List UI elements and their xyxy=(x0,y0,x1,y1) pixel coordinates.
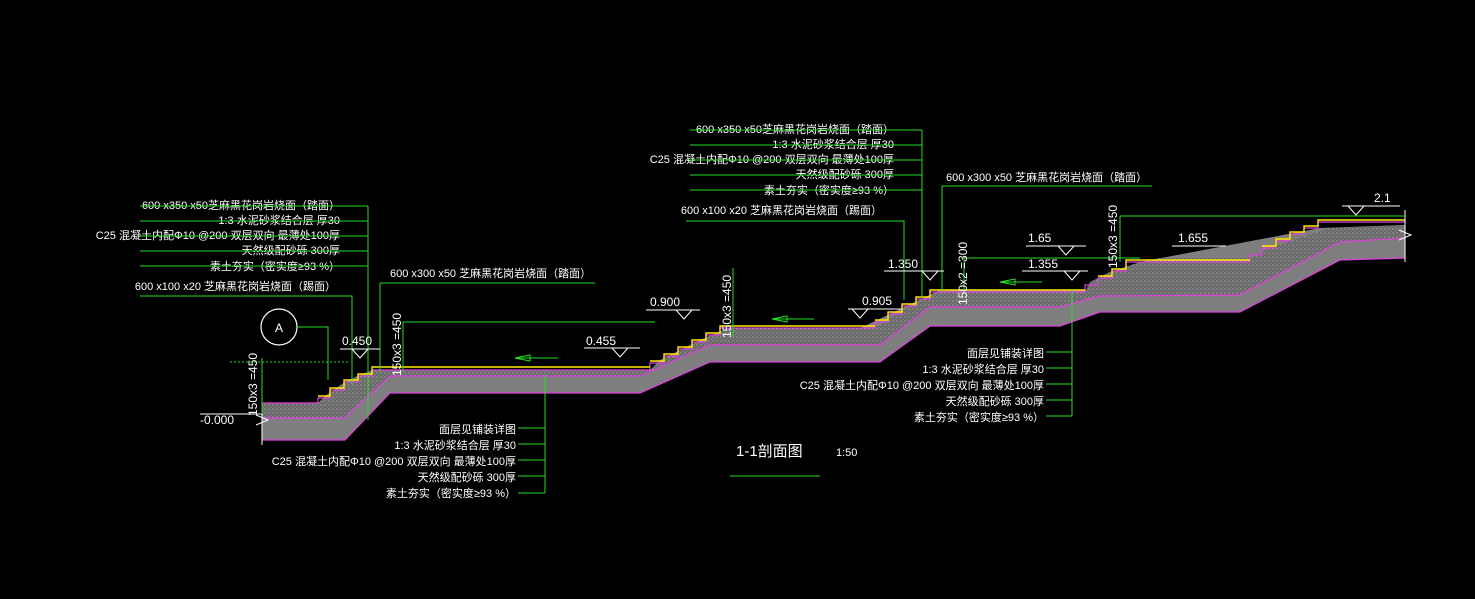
elevation-6: 1.355 xyxy=(1028,257,1058,271)
label-bl-3: C25 混凝土内配Φ10 @200 双层双向 最薄处100厚 xyxy=(272,454,516,468)
leader-group-bottom-left: 面层见铺装详图 1:3 水泥砂浆结合层 厚30 C25 混凝土内配Φ10 @20… xyxy=(272,375,546,500)
dimension-2: 150x3 =450 xyxy=(390,313,404,376)
label-br-2: 1:3 水泥砂浆结合层 厚30 xyxy=(922,362,1044,376)
bottom-outline xyxy=(262,257,1406,441)
label-mid-4: 天然级配砂砾 300厚 xyxy=(796,167,894,181)
label-bl-1: 面层见铺装详图 xyxy=(439,422,516,436)
paving-surface xyxy=(318,219,1405,397)
drawing-scale: 1:50 xyxy=(836,447,857,459)
elevation-2: 0.455 xyxy=(586,334,616,348)
label-left-4: 天然级配砂砾 300厚 xyxy=(242,243,340,257)
label-br-5: 素土夯实（密实度≥93 %） xyxy=(914,410,1044,424)
detail-marker-label: A xyxy=(275,321,283,335)
dimension-3: 150x3 =450 xyxy=(720,275,734,338)
break-line-right xyxy=(1398,210,1413,262)
leader-group-left: 600 x350 x50芝麻黑花岗岩烧面（踏面） 1:3 水泥砂浆结合层 厚30… xyxy=(96,198,595,420)
stair-top-outline xyxy=(262,221,1405,404)
elevation-3: 0.900 xyxy=(650,295,680,309)
dimension-marks: 150x3 =450 150x3 =450 150x3 =450 150x2 =… xyxy=(246,205,1405,416)
flow-arrows xyxy=(514,278,1042,362)
elevation-4: 0.905 xyxy=(862,294,892,308)
leader-group-mid: 600 x350 x50芝麻黑花岗岩烧面（踏面） 1:3 水泥砂浆结合层 厚30… xyxy=(650,122,1152,300)
label-br-4: 天然级配砂砾 300厚 xyxy=(946,394,1044,408)
label-left-2: 1:3 水泥砂浆结合层 厚30 xyxy=(218,213,340,227)
label-mid-3: C25 混凝土内配Φ10 @200 双层双向 最薄处100厚 xyxy=(650,152,894,166)
dimension-5: 150x3 =450 xyxy=(1106,205,1120,268)
label-mid-tread2: 600 x300 x50 芝麻黑花岗岩烧面（踏面） xyxy=(946,170,1147,184)
dimension-4: 150x2 =300 xyxy=(956,242,970,305)
elevation-7: 1.65 xyxy=(1028,231,1052,245)
concrete-layer xyxy=(262,225,1405,418)
label-bl-5: 素土夯实（密实度≥93 %） xyxy=(386,486,516,500)
elevation-1: 0.450 xyxy=(342,334,372,348)
elevation-0: -0.000 xyxy=(200,413,234,427)
drawing-title: 1-1剖面图 xyxy=(736,443,803,460)
label-left-tread2: 600 x300 x50 芝麻黑花岗岩烧面（踏面） xyxy=(390,266,591,280)
dimension-1: 150x3 =450 xyxy=(246,353,260,416)
label-bl-2: 1:3 水泥砂浆结合层 厚30 xyxy=(394,438,516,452)
elevation-5: 1.350 xyxy=(888,257,918,271)
label-mid-1: 600 x350 x50芝麻黑花岗岩烧面（踏面） xyxy=(696,122,894,136)
concrete-outline xyxy=(262,237,1406,419)
elevation-8: 1.655 xyxy=(1178,231,1208,245)
label-left-1: 600 x350 x50芝麻黑花岗岩烧面（踏面） xyxy=(142,198,340,212)
label-mid-riser: 600 x100 x20 芝麻黑花岗岩烧面（踢面） xyxy=(681,203,882,217)
label-br-1: 面层见铺装详图 xyxy=(967,346,1044,360)
elevation-9: 2.1 xyxy=(1374,191,1391,205)
label-left-3: C25 混凝土内配Φ10 @200 双层双向 最薄处100厚 xyxy=(96,228,340,242)
drawing-title-block: 1-1剖面图 1:50 xyxy=(730,443,857,477)
label-br-3: C25 混凝土内配Φ10 @200 双层双向 最薄处100厚 xyxy=(800,378,1044,392)
leader-group-bottom-right: 面层见铺装详图 1:3 水泥砂浆结合层 厚30 C25 混凝土内配Φ10 @20… xyxy=(800,290,1073,424)
label-mid-2: 1:3 水泥砂浆结合层 厚30 xyxy=(772,137,894,151)
detail-marker: A xyxy=(230,308,350,380)
elevation-marks: -0.000 0.450 0.455 0.900 0.905 1.350 1.3… xyxy=(200,191,1400,427)
label-bl-4: 天然级配砂砾 300厚 xyxy=(418,470,516,484)
label-left-riser: 600 x100 x20 芝麻黑花岗岩烧面（踢面） xyxy=(135,279,336,293)
